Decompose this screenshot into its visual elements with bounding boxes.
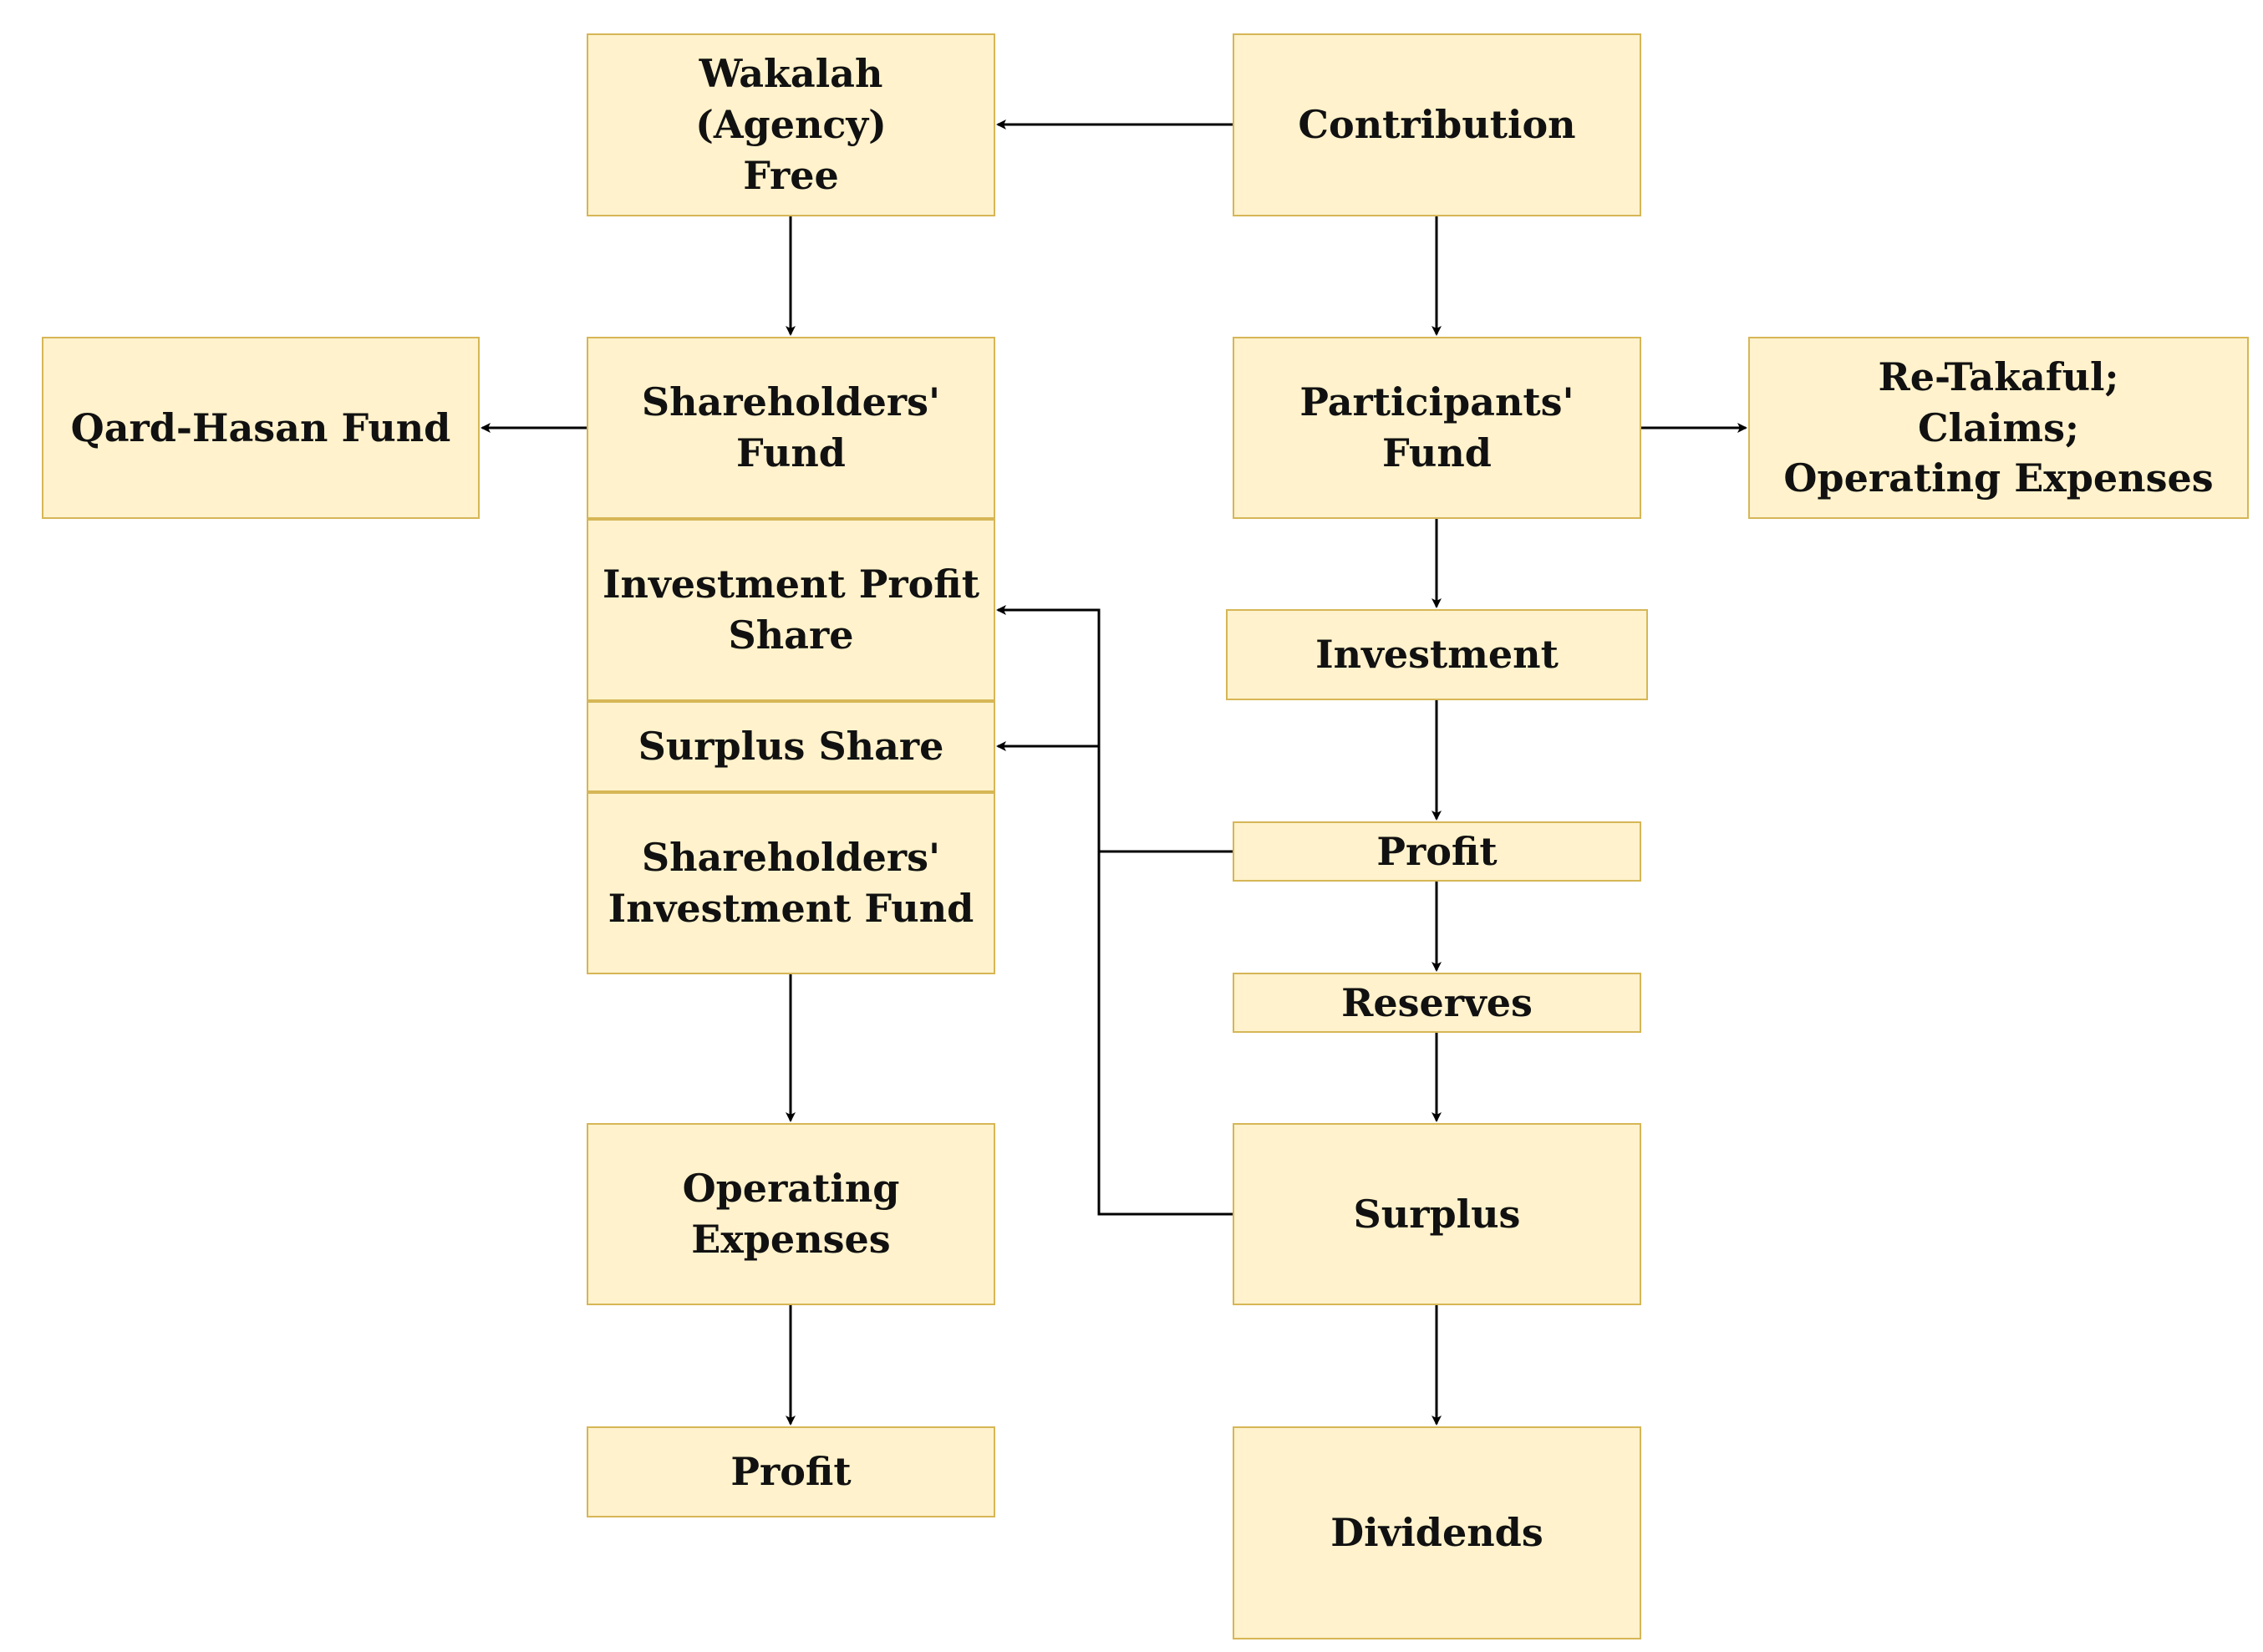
retakaful-claims-expenses-box: Re-Takaful; Claims; Operating Expenses (1748, 337, 2249, 519)
surplus-box: Surplus (1233, 1123, 1641, 1305)
shareholders-profit-box: Profit (587, 1426, 995, 1517)
shareholders-investment-fund-box: Shareholders' Investment Fund (587, 792, 995, 974)
arrow-surplus-to-surplus-share (996, 741, 1233, 1216)
surplus-share-box: Surplus Share (587, 701, 995, 792)
qard-hasan-fund-box: Qard-Hasan Fund (42, 337, 480, 519)
participants-profit-box: Profit (1233, 821, 1641, 882)
investment-box: Investment (1226, 609, 1648, 700)
shareholders-fund-box: Shareholders' Fund (587, 337, 995, 519)
arrow-profit-to-investment-profit-share (996, 605, 1233, 853)
reserves-box: Reserves (1233, 973, 1641, 1033)
wakalah-fee-box: Wakalah (Agency) Free (587, 33, 995, 216)
investment-profit-share-box: Investment Profit Share (587, 519, 995, 701)
contribution-box: Contribution (1233, 33, 1641, 216)
operating-expenses-box: Operating Expenses (587, 1123, 995, 1305)
dividends-box: Dividends (1233, 1426, 1641, 1639)
participants-fund-box: Participants' Fund (1233, 337, 1641, 519)
